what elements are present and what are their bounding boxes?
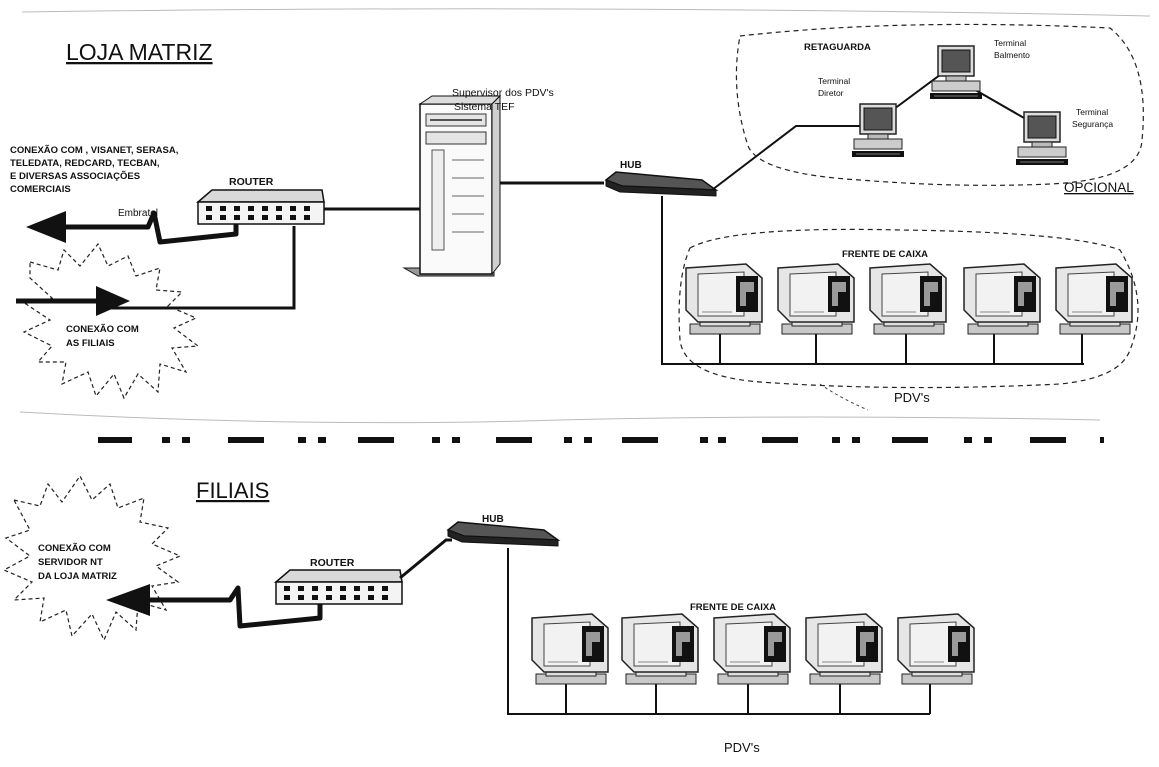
- filiais-connection-line: DA LOJA MATRIZ: [38, 571, 117, 582]
- terminal-director-line: Diretor: [818, 88, 844, 98]
- pos-terminal-icon: [898, 614, 974, 684]
- pos-terminal-icon: [532, 614, 608, 684]
- server-label-line: Sistema TEF: [454, 101, 515, 113]
- router-icon: [198, 190, 324, 224]
- terminal-balance-label: Terminal Balmento: [994, 38, 1030, 60]
- pos-terminal-icon: [964, 264, 1040, 334]
- matriz-title: LOJA MATRIZ: [66, 39, 213, 65]
- router-icon: [276, 570, 402, 604]
- server-tower-icon: [404, 96, 500, 276]
- embratel-label: Embratel: [118, 208, 158, 219]
- filiais-router-label: ROUTER: [310, 557, 355, 569]
- terminal-balance-icon: [930, 46, 982, 99]
- pos-terminal-icon: [778, 264, 854, 334]
- terminal-balance-line: Terminal: [994, 38, 1026, 48]
- matriz-region-outline: [22, 9, 1150, 16]
- filiais-connection-line: SERVIDOR NT: [38, 557, 103, 568]
- terminal-security-line: Segurança: [1072, 119, 1113, 129]
- section-separator: [98, 437, 1104, 443]
- pos-terminal-icon: [1056, 264, 1132, 334]
- matriz-hub-label: HUB: [620, 160, 642, 171]
- matriz-connection-line: E DIVERSAS ASSOCIAÇÕES: [10, 171, 140, 182]
- pos-terminal-icon: [806, 614, 882, 684]
- terminal-security-line: Terminal: [1076, 107, 1108, 117]
- matriz-branches-line: AS FILIAIS: [66, 338, 115, 349]
- matriz-connection-text: CONEXÃO COM , VISANET, SERASA, TELEDATA,…: [10, 145, 181, 195]
- terminal-security-label: Terminal Segurança: [1072, 107, 1113, 129]
- terminal-security-icon: [1016, 112, 1068, 165]
- pos-terminal-icon: [686, 264, 762, 334]
- filiais-title: FILIAIS: [196, 478, 269, 503]
- filiais-pdvs-label: PDV's: [724, 740, 760, 755]
- matriz-router-label: ROUTER: [229, 176, 274, 188]
- filiais-hub-label: HUB: [482, 514, 504, 525]
- pos-terminal-icon: [870, 264, 946, 334]
- terminal-balance-line: Balmento: [994, 50, 1030, 60]
- filiais-connection-text: CONEXÃO COM SERVIDOR NT DA LOJA MATRIZ: [38, 543, 117, 582]
- terminal-director-label: Terminal Diretor: [818, 76, 853, 98]
- optional-label: OPCIONAL: [1064, 180, 1134, 195]
- pos-terminal-icon: [714, 614, 790, 684]
- server-label-line: Supervisor dos PDV's: [452, 87, 554, 99]
- pos-terminal-icon: [622, 614, 698, 684]
- matriz-branches-line: CONEXÃO COM: [66, 324, 139, 335]
- terminal-director-icon: [852, 104, 904, 157]
- matriz-branches-text: CONEXÃO COM AS FILIAIS: [66, 324, 141, 349]
- starburst-cloud-icon: [24, 244, 198, 398]
- filiais-frente-caixa-label: FRENTE DE CAIXA: [690, 602, 776, 613]
- matriz-connection-line: TELEDATA, REDCARD, TECBAN,: [10, 158, 160, 169]
- filiais-connection-line: CONEXÃO COM: [38, 543, 111, 554]
- hub-icon: [448, 522, 558, 546]
- matriz-connection-line: CONEXÃO COM , VISANET, SERASA,: [10, 145, 178, 156]
- matriz-connection-line: COMERCIAIS: [10, 184, 71, 195]
- retaguarda-label: RETAGUARDA: [804, 42, 871, 53]
- matriz-frente-caixa-label: FRENTE DE CAIXA: [842, 249, 928, 260]
- matriz-pdvs-label: PDV's: [894, 390, 930, 405]
- terminal-director-line: Terminal: [818, 76, 850, 86]
- hub-icon: [606, 172, 716, 196]
